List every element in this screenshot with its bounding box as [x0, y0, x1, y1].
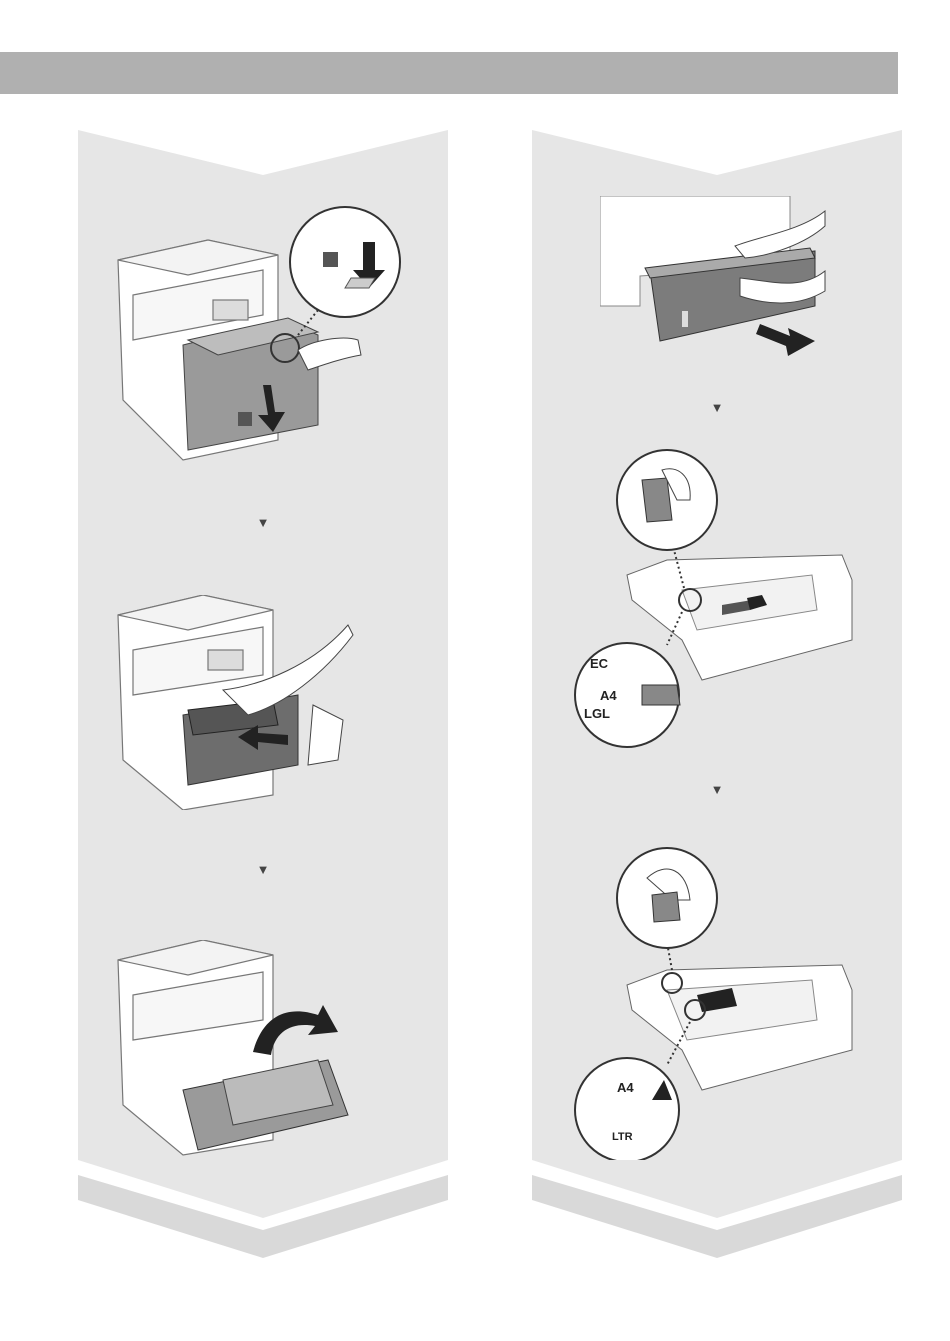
- width-guide-label-a4: A4: [617, 1080, 634, 1095]
- close-front-cover-illustration: [113, 940, 413, 1160]
- pull-out-paper-drawer-illustration: [600, 196, 830, 371]
- length-guide-label-a4: A4: [600, 688, 617, 703]
- length-guide-label-lgl: LGL: [584, 706, 610, 721]
- insert-toner-cartridge-illustration: [113, 595, 413, 810]
- right-step-panel: ▼ EC A4 LGL ▼ A4 LTR: [532, 130, 902, 1270]
- left-step-panel: ▼ ▼: [78, 130, 448, 1270]
- width-guide-label-ltr: LTR: [612, 1131, 633, 1143]
- adjust-paper-length-guide-illustration: EC A4 LGL: [572, 440, 872, 750]
- step-arrow-down-icon: ▼: [709, 400, 725, 416]
- adjust-paper-width-guide-illustration: A4 LTR: [572, 830, 872, 1160]
- step-arrow-down-icon: ▼: [709, 782, 725, 798]
- header-band: [0, 52, 898, 94]
- step-arrow-down-icon: ▼: [255, 862, 271, 878]
- step-arrow-down-icon: ▼: [255, 515, 271, 531]
- open-front-cover-illustration: [113, 200, 413, 465]
- length-guide-label-ec: EC: [590, 656, 609, 671]
